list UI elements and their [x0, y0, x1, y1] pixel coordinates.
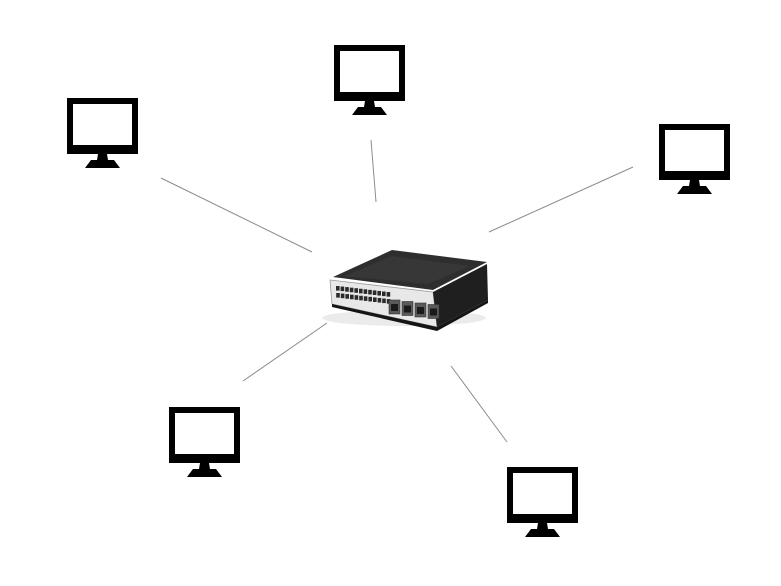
computer-top-left	[67, 98, 138, 168]
switch-side	[433, 264, 488, 327]
ethernet-port	[377, 290, 381, 296]
ethernet-port	[382, 298, 386, 304]
ethernet-port	[386, 292, 391, 297]
ethernet-port	[363, 289, 368, 294]
ethernet-port	[349, 287, 354, 293]
ethernet-port	[368, 289, 372, 295]
ethernet-port	[368, 296, 372, 302]
computer-top-center	[334, 45, 405, 115]
ethernet-port	[363, 296, 368, 301]
monitor-icon	[67, 98, 138, 168]
monitor-icon	[507, 467, 578, 537]
ethernet-port	[359, 295, 363, 301]
ethernet-port	[336, 293, 340, 298]
ethernet-port	[377, 297, 382, 303]
ethernet-port	[350, 294, 354, 300]
ethernet-port	[382, 291, 386, 297]
ethernet-port	[373, 297, 377, 302]
ethernet-port	[354, 295, 359, 300]
ethernet-ports	[336, 286, 391, 304]
link-top-center	[370, 139, 377, 203]
link-right	[488, 166, 634, 233]
connection-links	[160, 139, 634, 443]
ethernet-port	[386, 299, 391, 304]
ethernet-port	[340, 286, 345, 292]
ethernet-port	[345, 294, 349, 299]
uplink-port	[401, 301, 414, 316]
ethernet-port	[345, 287, 349, 292]
monitor-icon	[169, 407, 240, 477]
monitor-icon	[334, 45, 405, 115]
monitor-icon	[659, 124, 730, 194]
computer-right	[659, 124, 730, 194]
computer-bottom-left	[169, 407, 240, 477]
ethernet-port	[359, 288, 363, 294]
link-bottom-left	[242, 322, 328, 382]
ethernet-port	[354, 288, 358, 293]
computer-bottom-right	[507, 467, 578, 537]
link-bottom-right	[450, 365, 508, 443]
uplink-ports	[388, 299, 440, 319]
ethernet-port	[336, 286, 340, 291]
uplink-port	[388, 299, 401, 315]
link-top-left	[160, 177, 313, 253]
uplink-port	[414, 302, 427, 318]
network-switch-icon	[322, 250, 488, 331]
ethernet-port	[372, 290, 377, 295]
uplink-port	[427, 304, 440, 319]
ethernet-port	[340, 293, 345, 299]
